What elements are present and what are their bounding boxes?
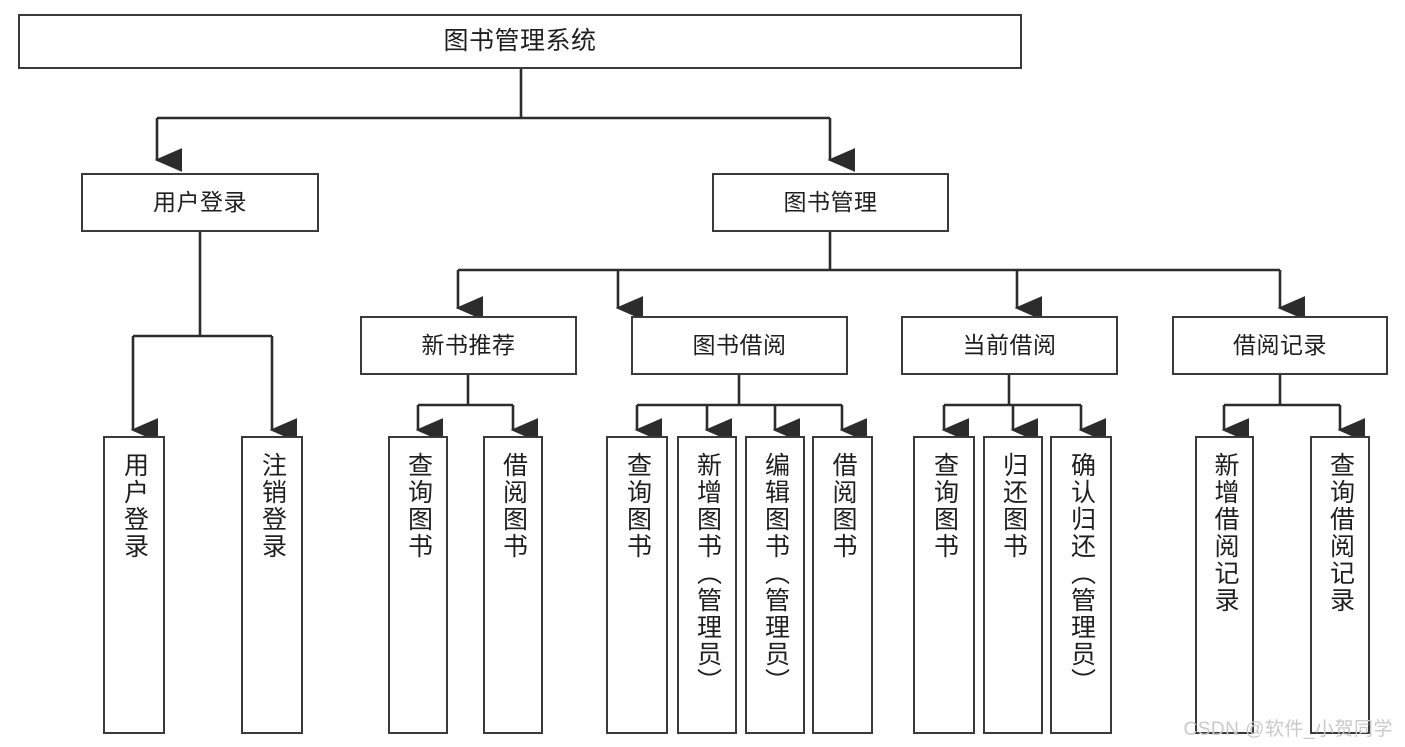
- leaf-confirm-return-admin[interactable]: 确认归还（管理员）: [1050, 436, 1112, 734]
- node-label: 查询图书: [930, 452, 959, 560]
- leaf-borrow-book[interactable]: 借阅图书: [812, 436, 873, 734]
- node-book-management[interactable]: 图书管理: [712, 173, 949, 232]
- leaf-borrow-book-recommend[interactable]: 借阅图书: [483, 436, 543, 734]
- node-label: 归还图书: [999, 452, 1028, 560]
- node-label: 查询图书: [623, 452, 652, 560]
- node-label: 用户登录: [153, 189, 247, 216]
- node-label: 当前借阅: [962, 332, 1057, 359]
- node-label: 新增图书（管理员）: [693, 452, 722, 695]
- node-new-book-recommend[interactable]: 新书推荐: [360, 316, 577, 375]
- leaf-add-borrow-record[interactable]: 新增借阅记录: [1195, 436, 1254, 734]
- leaf-query-book-recommend[interactable]: 查询图书: [388, 436, 448, 734]
- node-root-system[interactable]: 图书管理系统: [18, 14, 1022, 69]
- node-label: 借阅记录: [1233, 332, 1327, 359]
- node-user-login[interactable]: 用户登录: [81, 173, 319, 232]
- leaf-edit-book-admin[interactable]: 编辑图书（管理员）: [745, 436, 805, 734]
- leaf-query-book-borrow[interactable]: 查询图书: [606, 436, 668, 734]
- node-label: 查询图书: [404, 452, 433, 560]
- leaf-add-book-admin[interactable]: 新增图书（管理员）: [677, 436, 737, 734]
- leaf-return-book[interactable]: 归还图书: [983, 436, 1043, 734]
- node-label: 查询借阅记录: [1326, 452, 1355, 614]
- leaf-query-book-current[interactable]: 查询图书: [913, 436, 975, 734]
- node-label: 注销登录: [258, 452, 287, 560]
- node-label: 用户登录: [120, 452, 149, 560]
- node-label: 图书管理: [783, 189, 878, 216]
- node-label: 借阅图书: [499, 452, 528, 560]
- leaf-user-login[interactable]: 用户登录: [103, 436, 165, 734]
- node-label: 新增借阅记录: [1211, 452, 1239, 614]
- node-label: 确认归还（管理员）: [1067, 452, 1096, 695]
- node-label: 图书借阅: [692, 332, 787, 359]
- node-label: 编辑图书（管理员）: [761, 452, 790, 695]
- leaf-user-logout[interactable]: 注销登录: [241, 436, 303, 734]
- node-label: 新书推荐: [421, 332, 516, 359]
- node-book-borrow[interactable]: 图书借阅: [631, 316, 848, 375]
- node-current-borrow[interactable]: 当前借阅: [901, 316, 1118, 375]
- node-label: 图书管理系统: [443, 27, 597, 55]
- node-borrow-record[interactable]: 借阅记录: [1172, 316, 1388, 375]
- leaf-query-borrow-record[interactable]: 查询借阅记录: [1310, 436, 1370, 734]
- node-label: 借阅图书: [829, 452, 857, 560]
- watermark: CSDN @软件_小贺同学: [1183, 719, 1393, 740]
